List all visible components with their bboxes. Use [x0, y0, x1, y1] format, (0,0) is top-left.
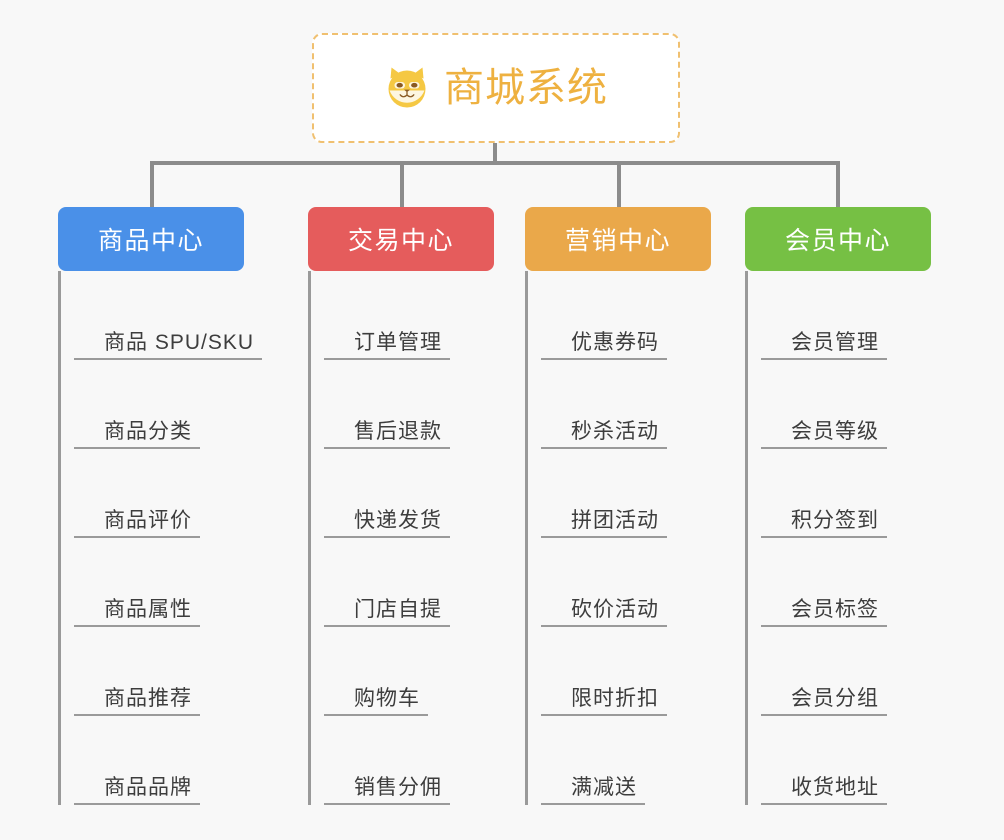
subitem-list-member-center: 会员管理 会员等级 积分签到 会员标签 会员分组 收货地址 [745, 271, 931, 805]
page-title: 商城系统 [444, 66, 608, 110]
category-header-marketing-center[interactable]: 营销中心 [525, 207, 711, 271]
list-item-label: 收货地址 [761, 776, 887, 805]
list-item[interactable]: 销售分佣 [324, 716, 494, 805]
list-item[interactable]: 商品品牌 [74, 716, 244, 805]
category-column-trade-center: 交易中心 订单管理 售后退款 快递发货 门店自提 购物车 销售分佣 [308, 207, 494, 805]
list-item[interactable]: 满减送 [541, 716, 711, 805]
list-item[interactable]: 商品分类 [74, 360, 244, 449]
list-item-label: 积分签到 [761, 509, 887, 538]
list-item-label: 商品 SPU/SKU [74, 331, 263, 360]
connector-root-vertical [493, 143, 497, 163]
category-header-trade-center[interactable]: 交易中心 [308, 207, 494, 271]
category-column-marketing-center: 营销中心 优惠券码 秒杀活动 拼团活动 砍价活动 限时折扣 满减送 [525, 207, 711, 805]
category-header-label: 营销中心 [564, 227, 671, 255]
subitem-list-trade-center: 订单管理 售后退款 快递发货 门店自提 购物车 销售分佣 [308, 271, 494, 805]
connector-branch-1 [150, 161, 154, 207]
list-item-label: 秒杀活动 [541, 420, 667, 449]
category-header-member-center[interactable]: 会员中心 [745, 207, 931, 271]
list-item-label: 会员分组 [761, 687, 887, 716]
list-item[interactable]: 订单管理 [324, 271, 494, 360]
list-item-label: 商品品牌 [74, 776, 200, 805]
list-item-label: 门店自提 [324, 598, 450, 627]
list-item[interactable]: 优惠券码 [541, 271, 711, 360]
list-item-label: 订单管理 [324, 331, 450, 360]
list-item[interactable]: 商品推荐 [74, 627, 244, 716]
shiba-dog-icon [384, 65, 430, 111]
list-item-label: 优惠券码 [541, 331, 667, 360]
list-item[interactable]: 拼团活动 [541, 449, 711, 538]
list-item-label: 销售分佣 [324, 776, 450, 805]
list-item[interactable]: 收货地址 [761, 716, 931, 805]
list-item[interactable]: 会员等级 [761, 360, 931, 449]
list-item-label: 商品分类 [74, 420, 200, 449]
root-node[interactable]: 商城系统 [312, 33, 680, 143]
list-item-label: 商品评价 [74, 509, 200, 538]
connector-branch-3 [617, 161, 621, 207]
subitem-list-marketing-center: 优惠券码 秒杀活动 拼团活动 砍价活动 限时折扣 满减送 [525, 271, 711, 805]
list-item-label: 满减送 [541, 776, 645, 805]
category-header-product-center[interactable]: 商品中心 [58, 207, 244, 271]
category-header-label: 会员中心 [784, 227, 891, 255]
list-item[interactable]: 商品 SPU/SKU [74, 271, 263, 360]
list-item-label: 会员标签 [761, 598, 887, 627]
list-item-label: 拼团活动 [541, 509, 667, 538]
list-item[interactable]: 会员管理 [761, 271, 931, 360]
subitem-list-product-center: 商品 SPU/SKU 商品分类 商品评价 商品属性 商品推荐 商品品牌 [58, 271, 263, 805]
list-item[interactable]: 门店自提 [324, 538, 494, 627]
list-item[interactable]: 售后退款 [324, 360, 494, 449]
list-item[interactable]: 限时折扣 [541, 627, 711, 716]
connector-branch-4 [836, 161, 840, 207]
list-item-label: 砍价活动 [541, 598, 667, 627]
list-item[interactable]: 会员分组 [761, 627, 931, 716]
list-item-label: 快递发货 [324, 509, 450, 538]
list-item-label: 商品推荐 [74, 687, 200, 716]
list-item[interactable]: 快递发货 [324, 449, 494, 538]
category-column-product-center: 商品中心 商品 SPU/SKU 商品分类 商品评价 商品属性 商品推荐 商品品牌 [58, 207, 263, 805]
list-item-label: 会员管理 [761, 331, 887, 360]
list-item[interactable]: 秒杀活动 [541, 360, 711, 449]
connector-horizontal-bus [150, 161, 840, 165]
connector-branch-2 [400, 161, 404, 207]
list-item[interactable]: 会员标签 [761, 538, 931, 627]
list-item-label: 购物车 [324, 687, 428, 716]
category-column-member-center: 会员中心 会员管理 会员等级 积分签到 会员标签 会员分组 收货地址 [745, 207, 931, 805]
list-item[interactable]: 商品评价 [74, 449, 244, 538]
list-item[interactable]: 砍价活动 [541, 538, 711, 627]
list-item-label: 会员等级 [761, 420, 887, 449]
list-item-label: 售后退款 [324, 420, 450, 449]
list-item[interactable]: 商品属性 [74, 538, 244, 627]
category-header-label: 商品中心 [97, 227, 204, 255]
list-item-label: 商品属性 [74, 598, 200, 627]
list-item-label: 限时折扣 [541, 687, 667, 716]
category-header-label: 交易中心 [347, 227, 454, 255]
list-item[interactable]: 积分签到 [761, 449, 931, 538]
list-item[interactable]: 购物车 [324, 627, 494, 716]
